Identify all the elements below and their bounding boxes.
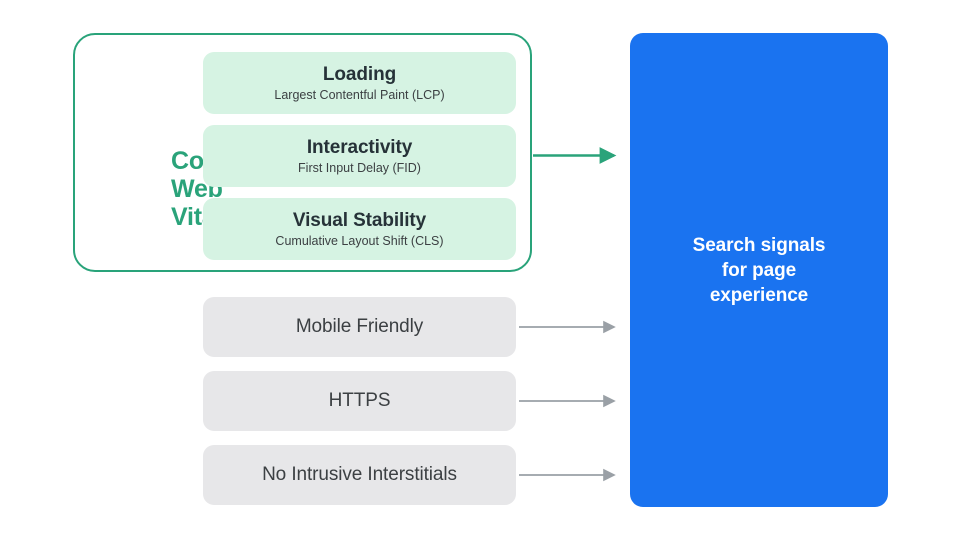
- search-signals-box[interactable]: Search signals for page experience: [630, 33, 888, 507]
- vital-card-loading[interactable]: Loading Largest Contentful Paint (LCP): [203, 52, 516, 114]
- vital-card-subtitle: First Input Delay (FID): [298, 160, 421, 175]
- vital-card-subtitle: Largest Contentful Paint (LCP): [274, 87, 445, 102]
- signal-card-https[interactable]: HTTPS: [203, 371, 516, 431]
- vital-card-visual-stability[interactable]: Visual Stability Cumulative Layout Shift…: [203, 198, 516, 260]
- signal-card-label: No Intrusive Interstitials: [262, 464, 457, 485]
- vital-card-title: Interactivity: [306, 136, 413, 158]
- vital-card-subtitle: Cumulative Layout Shift (CLS): [275, 233, 444, 248]
- signal-card-mobile-friendly[interactable]: Mobile Friendly: [203, 297, 516, 357]
- signal-card-label: HTTPS: [328, 390, 391, 411]
- vital-card-interactivity[interactable]: Interactivity First Input Delay (FID): [203, 125, 516, 187]
- vital-card-title: Loading: [322, 63, 397, 85]
- search-signals-label: Search signals for page experience: [692, 234, 826, 306]
- vital-card-title: Visual Stability: [292, 209, 427, 231]
- signal-card-no-intrusive-interstitials[interactable]: No Intrusive Interstitials: [203, 445, 516, 505]
- signal-card-label: Mobile Friendly: [295, 316, 424, 337]
